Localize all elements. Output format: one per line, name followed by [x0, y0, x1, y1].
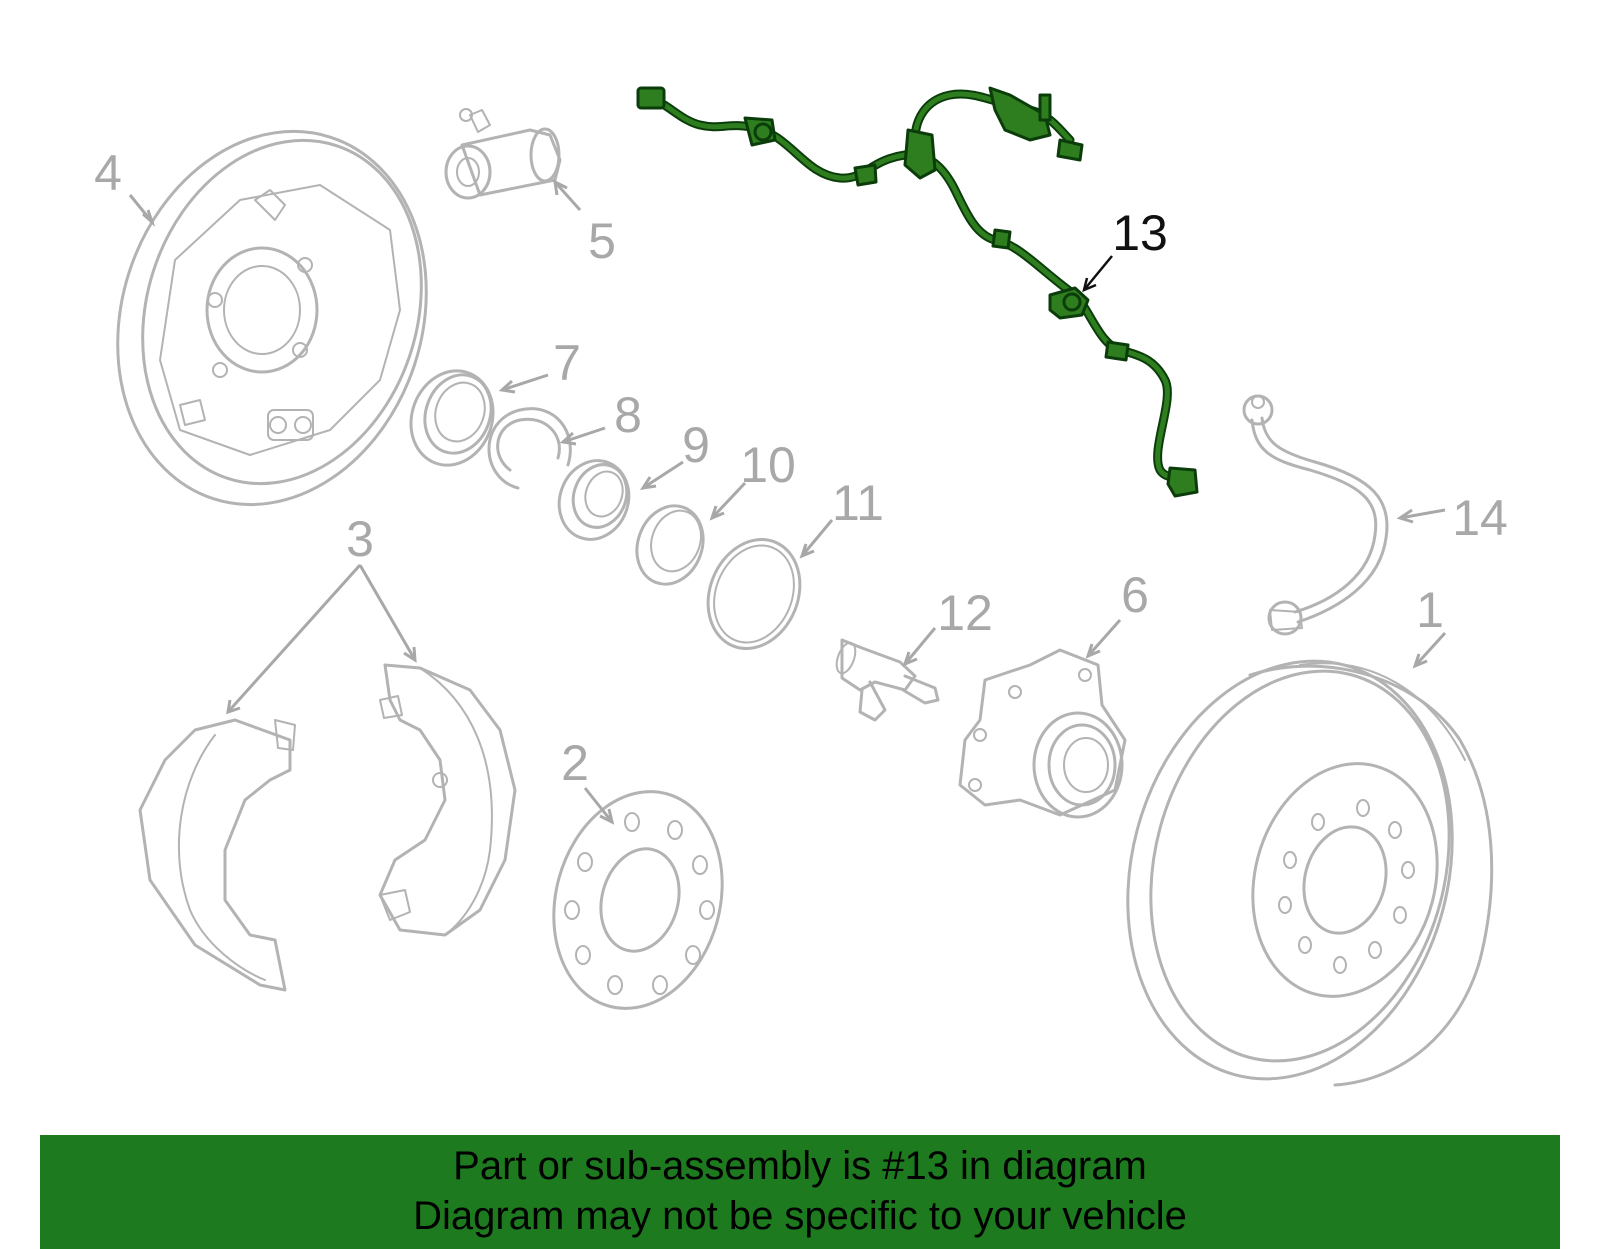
info-banner: Part or sub-assembly is #13 in diagram D… [40, 1135, 1560, 1249]
part-10-seal [635, 504, 705, 586]
callout-7: 7 [553, 335, 581, 391]
callout-10: 10 [740, 437, 796, 493]
callout-12: 12 [937, 585, 993, 641]
callout-14: 14 [1452, 490, 1508, 546]
part-9-bearing [557, 459, 631, 541]
part-5-wheel-cylinder [444, 108, 562, 200]
part-7-oil-seal [409, 369, 495, 467]
banner-line-part: Part or sub-assembly is #13 in diagram [453, 1144, 1147, 1188]
part-6-hub [958, 648, 1127, 819]
leader-lines [128, 179, 1447, 825]
part-4-backing-plate [116, 129, 428, 507]
part-1-brake-drum [1126, 659, 1494, 1087]
part-13-abs-wire-harness [636, 86, 1199, 498]
callout-labels: 1 2 3 4 5 6 7 8 9 10 11 12 13 14 [94, 145, 1508, 791]
part-2-spacer-plate [552, 790, 724, 1010]
part-11-o-ring [706, 538, 802, 650]
callout-5: 5 [588, 213, 616, 269]
part-3-brake-shoes [138, 663, 517, 992]
callout-2: 2 [561, 735, 589, 791]
part-12-speed-sensor [835, 638, 940, 722]
callout-8: 8 [614, 387, 642, 443]
part-8-snap-ring [487, 407, 572, 490]
callout-6: 6 [1121, 567, 1149, 623]
callout-1: 1 [1416, 582, 1444, 638]
callout-11: 11 [832, 475, 884, 531]
callout-4: 4 [94, 145, 122, 201]
callout-9: 9 [682, 417, 710, 473]
banner-line-disclaimer: Diagram may not be specific to your vehi… [413, 1194, 1187, 1238]
part-14-brake-hose [1242, 394, 1389, 636]
callout-13: 13 [1112, 205, 1168, 261]
callout-3: 3 [346, 511, 374, 567]
